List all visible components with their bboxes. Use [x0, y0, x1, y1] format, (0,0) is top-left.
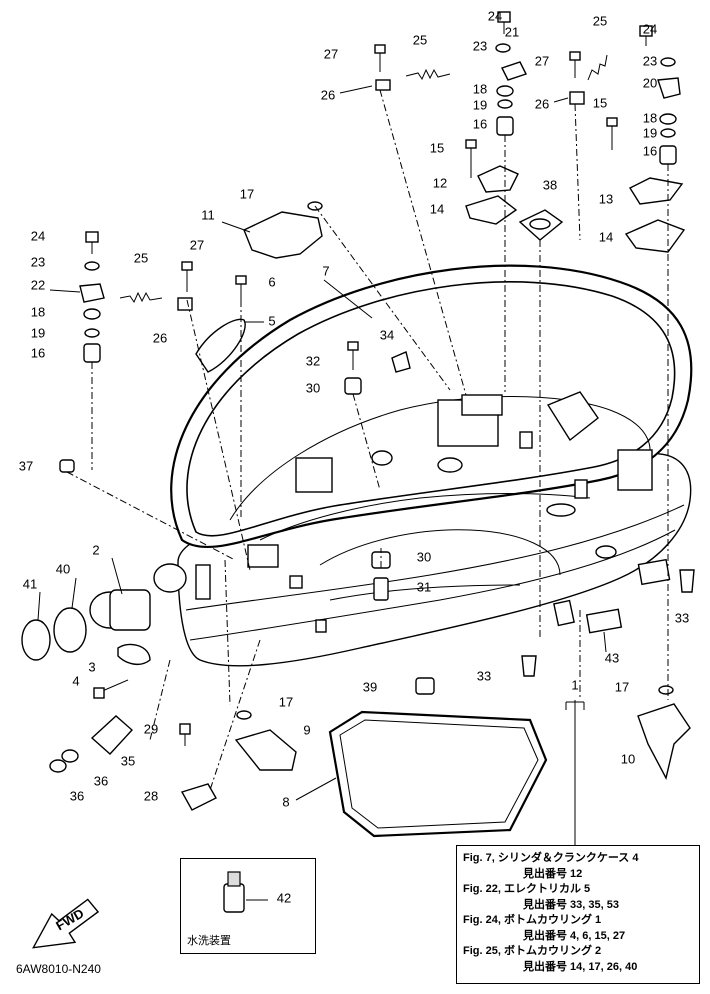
callout-20: 20: [643, 75, 657, 90]
callout-24: 24: [488, 8, 502, 23]
callout-18: 18: [31, 304, 45, 319]
callout-42: 42: [277, 890, 291, 905]
callout-2: 2: [92, 542, 99, 557]
callout-12: 12: [433, 175, 447, 190]
fig-ref-2: Fig. 22, エレクトリカル 5: [463, 883, 591, 895]
callout-25: 25: [413, 32, 427, 47]
callout-26: 26: [535, 96, 549, 111]
callout-31: 31: [417, 579, 431, 594]
callout-24: 24: [31, 228, 45, 243]
callout-19: 19: [31, 325, 45, 340]
diagram-code: 6AW8010-N240: [16, 962, 101, 976]
callout-36: 36: [70, 788, 84, 803]
callout-16: 16: [473, 116, 487, 131]
callout-3: 3: [88, 659, 95, 674]
callout-16: 16: [643, 143, 657, 158]
callout-26: 26: [321, 87, 335, 102]
callout-10: 10: [621, 751, 635, 766]
callout-21: 21: [505, 24, 519, 39]
callout-39: 39: [363, 679, 377, 694]
callout-9: 9: [303, 722, 310, 737]
callout-40: 40: [56, 561, 70, 576]
callout-11: 11: [201, 207, 215, 222]
callout-15: 15: [593, 95, 607, 110]
callout-19: 19: [643, 125, 657, 140]
figure-reference-box: Fig. 7, シリンダ＆クランクケース 4 見出番号 12 Fig. 22, …: [456, 845, 700, 984]
callout-17: 17: [615, 679, 629, 694]
fig-ref-3: Fig. 24, ボトムカウリング 1: [463, 914, 602, 926]
callout-6: 6: [268, 274, 275, 289]
callout-27: 27: [324, 46, 338, 61]
callout-5: 5: [268, 313, 275, 328]
callout-8: 8: [282, 794, 289, 809]
callout-25: 25: [593, 13, 607, 28]
fig-ref-4: Fig. 25, ボトムカウリング 2: [463, 945, 602, 957]
callout-16: 16: [31, 345, 45, 360]
callout-19: 19: [473, 97, 487, 112]
callout-23: 23: [31, 254, 45, 269]
callout-27: 27: [535, 53, 549, 68]
leader-lines: [37, 85, 607, 901]
callout-18: 18: [473, 81, 487, 96]
callout-29: 29: [144, 721, 158, 736]
fwd-arrow-icon: FWD: [32, 898, 100, 949]
callout-28: 28: [144, 788, 158, 803]
callout-35: 35: [121, 753, 135, 768]
callout-37: 37: [19, 458, 33, 473]
reference-lines: [66, 89, 669, 791]
callout-26: 26: [153, 330, 167, 345]
callout-15: 15: [430, 140, 444, 155]
callout-4: 4: [72, 673, 79, 688]
callout-14: 14: [599, 229, 613, 244]
callout-43: 43: [605, 650, 619, 665]
callout-14: 14: [430, 201, 444, 216]
callout-7: 7: [322, 263, 329, 278]
callout-38: 38: [543, 177, 557, 192]
callout-23: 23: [473, 38, 487, 53]
callout-17: 17: [279, 694, 293, 709]
callout-23: 23: [643, 53, 657, 68]
callout-34: 34: [380, 327, 394, 342]
callout-1: 1: [571, 677, 578, 692]
callout-13: 13: [599, 191, 613, 206]
callout-22: 22: [31, 277, 45, 292]
fig-ref-1: Fig. 7, シリンダ＆クランクケース 4: [463, 852, 639, 864]
callout-41: 41: [23, 576, 37, 591]
wash-kit-box: 水洗装置: [180, 858, 316, 954]
callout-36: 36: [94, 773, 108, 788]
bottom-cowling: [153, 264, 693, 667]
small-parts: [21, 11, 695, 913]
callout-32: 32: [306, 353, 320, 368]
callout-18: 18: [643, 110, 657, 125]
callout-33: 33: [477, 668, 491, 683]
callout-33: 33: [675, 610, 689, 625]
callout-30: 30: [417, 549, 431, 564]
callout-25: 25: [134, 250, 148, 265]
callout-17: 17: [240, 186, 254, 201]
callout-27: 27: [190, 237, 204, 252]
callout-24: 24: [643, 21, 657, 36]
wash-kit-label: 水洗装置: [187, 935, 231, 947]
callout-30: 30: [306, 380, 320, 395]
seal-8: [328, 710, 548, 838]
